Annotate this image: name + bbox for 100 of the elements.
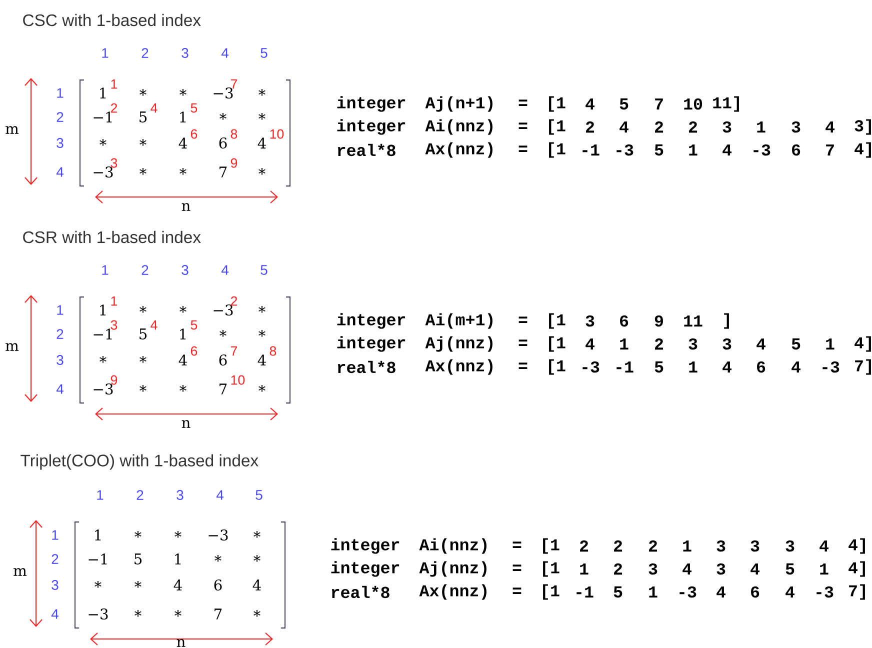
dimension-label: m <box>6 126 19 134</box>
column-index: 5 <box>260 48 268 58</box>
column-index: 1 <box>102 48 108 58</box>
column-index: 3 <box>176 490 184 500</box>
matrix-entry: 6 <box>214 579 222 591</box>
column-index: 3 <box>182 265 188 275</box>
matrix-entry: 4 <box>174 580 182 590</box>
code-keyword: real*8 <box>332 586 390 598</box>
matrix-entry: ∗ <box>180 89 186 96</box>
matrix-entry: ∗ <box>180 385 186 392</box>
array-value: 10 <box>684 98 702 110</box>
matrix-entry: 7 <box>220 384 227 394</box>
matrix-entry: −3 <box>214 87 233 99</box>
array-value: 3 <box>648 563 658 575</box>
array-value: 4 <box>722 144 732 156</box>
column-index: 1 <box>102 265 108 275</box>
matrix-entry: 5 <box>134 554 142 564</box>
array-value: 4 <box>792 362 801 372</box>
array-value: 1 <box>689 144 698 156</box>
array-value: 4 <box>756 338 766 350</box>
array-value: -3 <box>680 586 696 598</box>
equals-sign: = <box>518 340 528 346</box>
array-value: -1 <box>576 586 594 598</box>
array-value: [1 <box>549 313 566 329</box>
matrix-entry: ∗ <box>258 306 266 313</box>
row-index: 2 <box>56 329 64 339</box>
array-value: 3 <box>750 540 760 552</box>
position-superscript: 2 <box>230 296 238 306</box>
matrix-entry: 7 <box>220 166 227 178</box>
array-value: 11 <box>684 316 702 326</box>
array-value: [1 <box>549 96 566 112</box>
row-index: 1 <box>57 305 64 315</box>
array-value: [1 <box>543 538 560 554</box>
row-index: 3 <box>56 355 64 365</box>
matrix-entry: −1 <box>94 112 112 122</box>
matrix-entry: 1 <box>95 530 101 540</box>
array-value: 2 <box>614 563 622 575</box>
code-keyword: integer <box>331 561 400 577</box>
array-value: 1 <box>820 564 828 574</box>
matrix-entry: 1 <box>100 88 106 98</box>
matrix-entry: ∗ <box>94 581 102 588</box>
section-title: Triplet(COO) with 1-based index <box>20 454 258 470</box>
row-index: 2 <box>52 554 58 564</box>
array-name: Ax(nnz) <box>425 359 492 375</box>
equals-sign: = <box>512 564 522 571</box>
array-value: 4 <box>722 362 732 372</box>
array-value: 1 <box>826 338 834 350</box>
matrix-entry: ∗ <box>140 356 146 363</box>
position-superscript: 1 <box>111 296 118 306</box>
dimension-label: m <box>14 568 27 576</box>
matrix-entry: ∗ <box>258 168 266 175</box>
array-value: 4 <box>620 122 629 132</box>
matrix-entry: ∗ <box>100 139 106 146</box>
array-value: 6 <box>792 144 800 156</box>
code-keyword: real*8 <box>338 360 396 374</box>
matrix-entry: ∗ <box>180 306 186 313</box>
dimension-label: n <box>182 203 190 211</box>
matrix-entry: ∗ <box>220 330 226 337</box>
column-index: 2 <box>142 265 148 275</box>
array-value: 3 <box>716 563 726 575</box>
dimension-label: n <box>176 639 186 647</box>
array-value: 3 <box>792 121 800 133</box>
position-superscript: 4 <box>150 320 158 330</box>
code-keyword: real*8 <box>338 144 396 156</box>
matrix-entry: 1 <box>180 112 186 122</box>
array-value: 4 <box>750 564 760 574</box>
array-value: [1 <box>543 584 560 600</box>
matrix-entry: ∗ <box>258 385 266 392</box>
column-index: 4 <box>221 265 228 275</box>
array-value: 6 <box>620 315 628 327</box>
array-value: 2 <box>614 540 622 552</box>
array-value: 4] <box>854 142 871 158</box>
array-name: Ai(m+1) <box>425 313 492 329</box>
matrix-entry: ∗ <box>174 531 182 538</box>
array-value: 7 <box>655 98 663 110</box>
array-value: 3] <box>854 119 871 135</box>
array-value: 9 <box>654 315 663 327</box>
column-index: 1 <box>97 490 104 500</box>
array-value: 5 <box>786 563 794 575</box>
position-superscript: 6 <box>190 129 198 139</box>
matrix-entry: 4 <box>178 354 187 366</box>
array-value: -3 <box>582 361 600 373</box>
matrix-entry: 6 <box>219 354 227 366</box>
matrix-entry: −3 <box>214 304 233 316</box>
array-value: 4] <box>848 561 865 577</box>
column-index: 2 <box>136 490 144 500</box>
position-superscript: 2 <box>110 103 118 113</box>
array-value: 1 <box>689 362 698 372</box>
matrix-entry: 5 <box>140 112 147 122</box>
code-keyword: integer <box>337 336 406 352</box>
position-superscript: 3 <box>110 158 118 168</box>
array-value: 4 <box>682 564 692 574</box>
row-index: 3 <box>56 138 64 148</box>
position-superscript: 9 <box>110 375 118 385</box>
equals-sign: = <box>518 362 528 369</box>
position-superscript: 8 <box>270 346 276 356</box>
section-title: CSC with 1-based index <box>23 14 201 26</box>
array-value: 1 <box>580 564 588 574</box>
array-value: 4 <box>586 338 595 350</box>
array-value: 7] <box>855 359 871 375</box>
